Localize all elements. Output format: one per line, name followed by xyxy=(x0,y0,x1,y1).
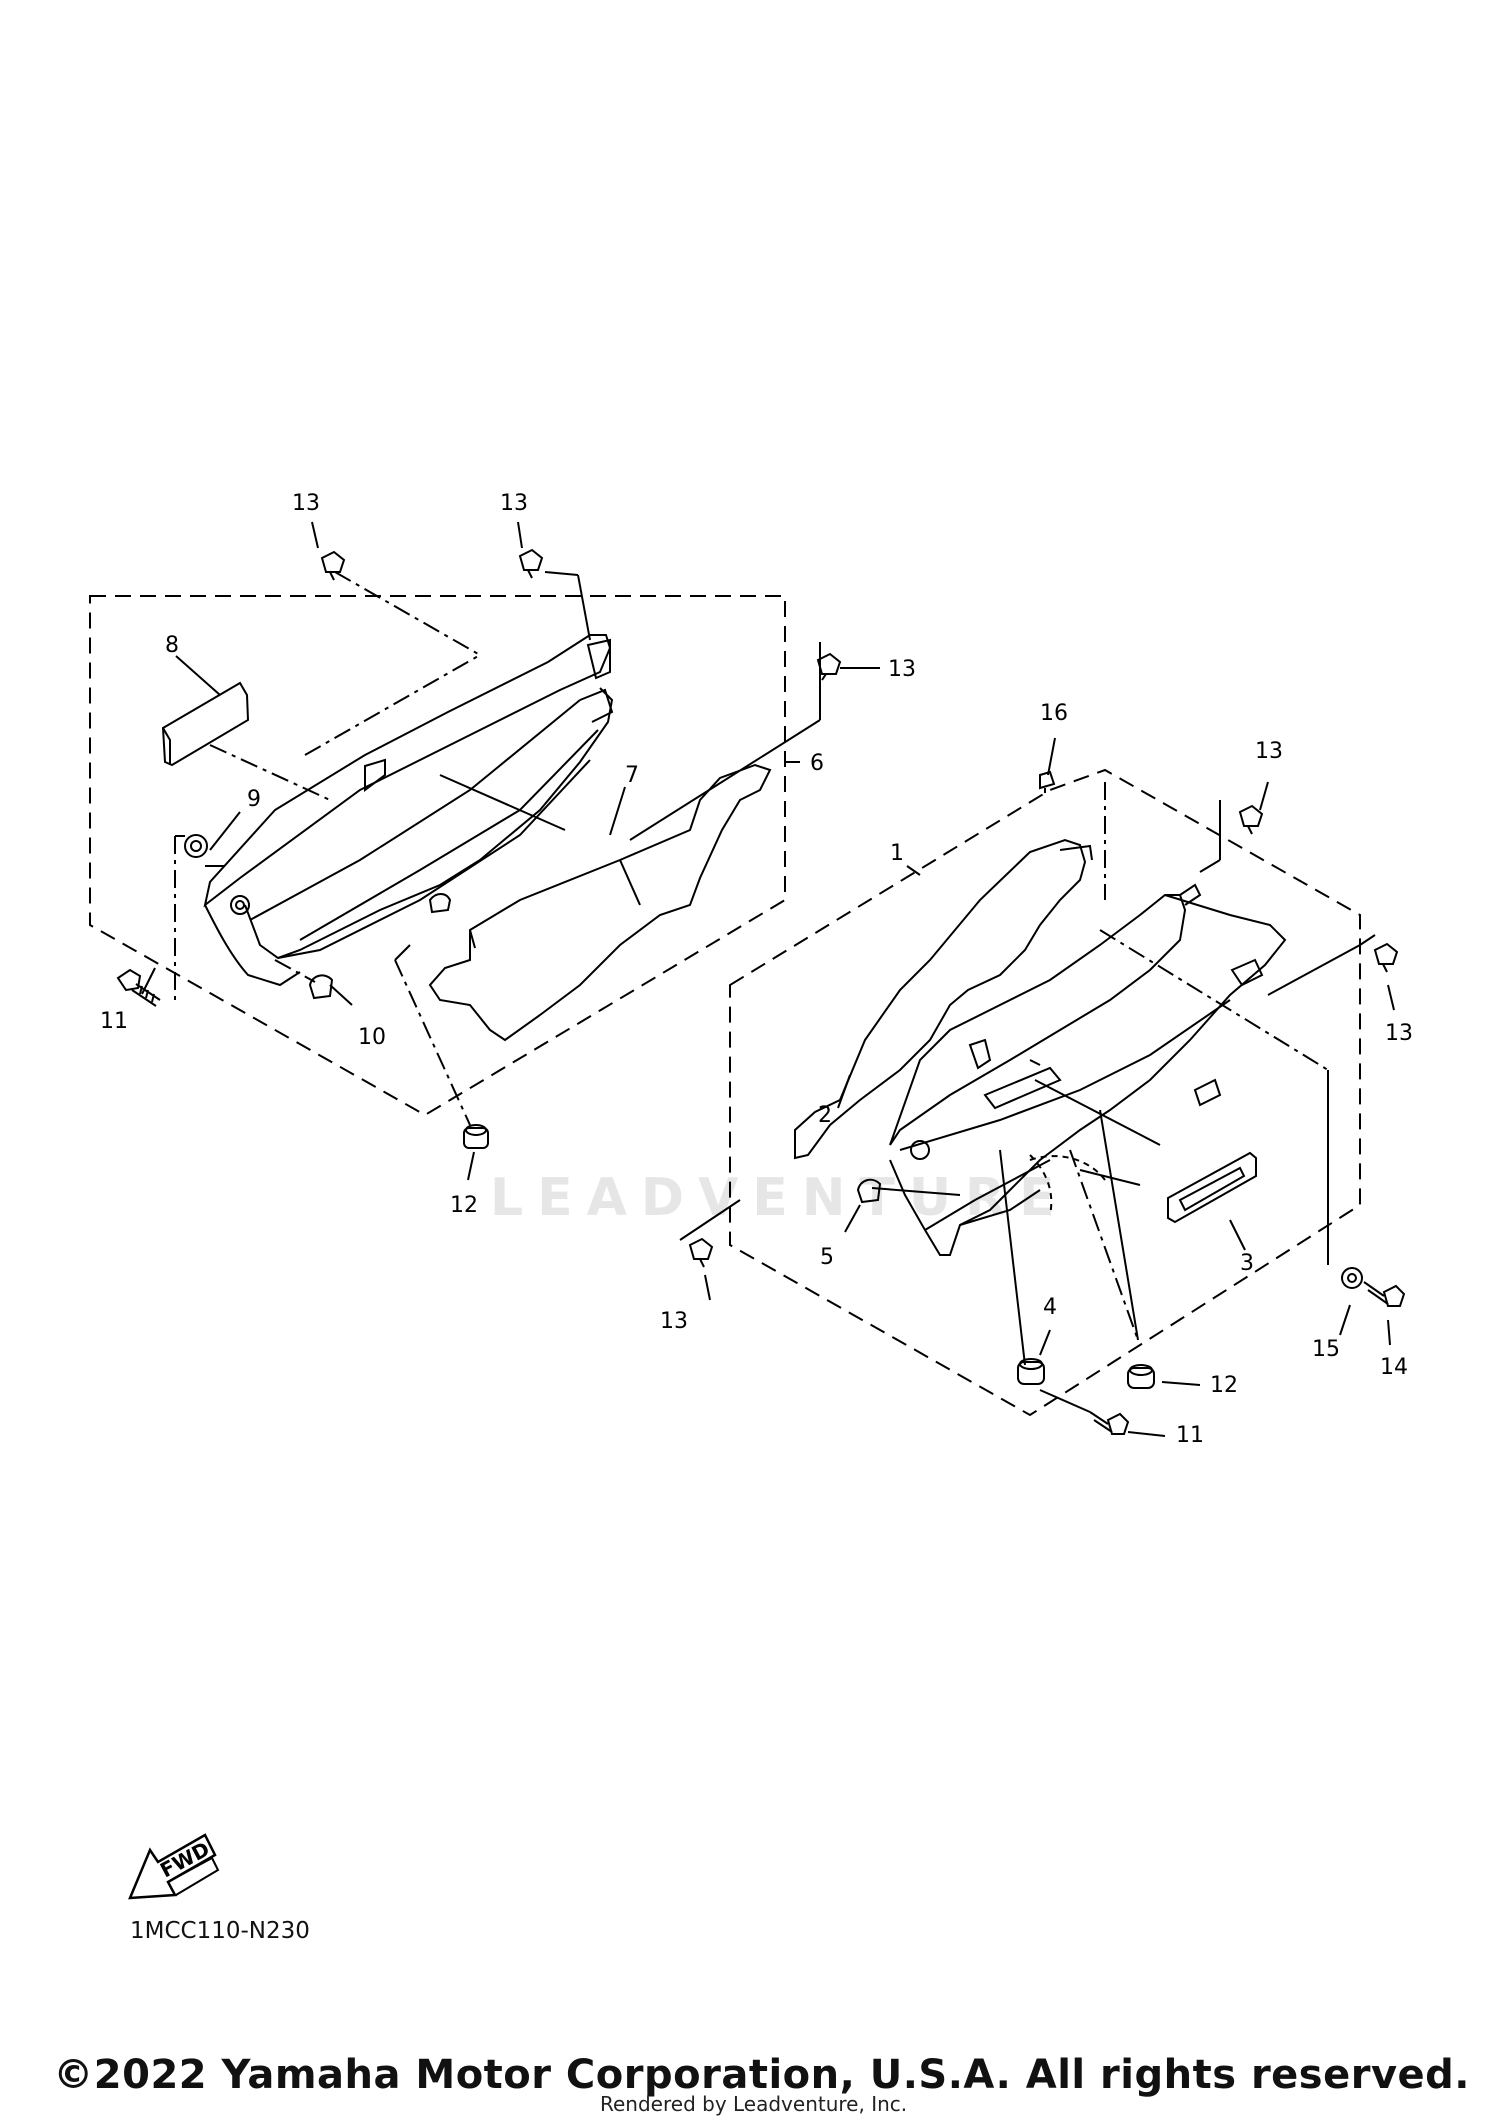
left-bolt-11 xyxy=(116,968,161,1007)
callout-left-12: 12 xyxy=(450,1193,478,1218)
right-group-box xyxy=(729,768,1361,1417)
callout-right-2: 2 xyxy=(818,1103,832,1128)
callout-right-5: 5 xyxy=(820,1245,834,1270)
right-inner-panel xyxy=(794,838,1093,1160)
right-emblem xyxy=(1167,1151,1257,1224)
right-bolt-11 xyxy=(1089,1411,1130,1435)
left-grommet-12 xyxy=(463,1124,489,1149)
callout-right-1: 1 xyxy=(890,841,904,866)
rendered-by: Rendered by Leadventure, Inc. xyxy=(600,2092,908,2116)
callout-right-15: 15 xyxy=(1312,1337,1340,1362)
right-clip-13-b xyxy=(1373,942,1399,973)
callout-right-13-a: 13 xyxy=(1255,739,1283,764)
right-side-cover xyxy=(889,883,1287,1256)
right-clip-16 xyxy=(1039,770,1056,793)
callout-right-4: 4 xyxy=(1043,1295,1057,1320)
copyright-notice: ©2022 Yamaha Motor Corporation, U.S.A. A… xyxy=(53,2052,1470,2098)
callout-left-13-c: 13 xyxy=(888,657,916,682)
right-cap-5 xyxy=(856,1178,882,1204)
callout-right-13-c: 13 xyxy=(660,1309,688,1334)
left-side-cover xyxy=(203,634,614,987)
callout-left-9: 9 xyxy=(247,787,261,812)
callout-right-12: 12 xyxy=(1210,1373,1238,1398)
callout-right-16: 16 xyxy=(1040,701,1068,726)
callout-left-7: 7 xyxy=(625,763,639,788)
left-clip-13-b xyxy=(518,548,544,579)
left-inner-panel xyxy=(428,763,772,1042)
right-clip-13-a xyxy=(1238,804,1264,835)
callout-left-13-a: 13 xyxy=(292,491,320,516)
callout-left-13-b: 13 xyxy=(500,491,528,516)
leadventure-watermark: LEADVENTURE xyxy=(490,1168,1069,1228)
fwd-label: FWD xyxy=(156,1837,213,1883)
diagram-code: 1MCC110-N230 xyxy=(130,1918,310,1944)
left-group-box xyxy=(89,595,786,1117)
left-cap-10 xyxy=(308,974,334,1000)
left-grommet-9 xyxy=(184,834,208,858)
left-emblem xyxy=(161,681,250,767)
callout-left-11: 11 xyxy=(100,1009,128,1034)
left-clip-13-c xyxy=(816,652,842,681)
right-washer-15 xyxy=(1341,1267,1363,1289)
callout-right-11: 11 xyxy=(1176,1423,1204,1448)
right-bolt-14 xyxy=(1363,1281,1406,1307)
right-clip-13-c xyxy=(688,1237,714,1268)
callout-right-14: 14 xyxy=(1380,1355,1408,1380)
left-clip-13-a xyxy=(320,550,346,581)
right-grommet-12 xyxy=(1127,1364,1155,1389)
callout-right-13-b: 13 xyxy=(1385,1021,1413,1046)
callout-left-8: 8 xyxy=(165,633,179,658)
callout-right-3: 3 xyxy=(1240,1251,1254,1276)
right-grommet-4 xyxy=(1017,1358,1045,1385)
fwd-arrow-icon xyxy=(128,1833,220,1900)
callout-left-10: 10 xyxy=(358,1025,386,1050)
callout-left-6: 6 xyxy=(810,751,824,776)
